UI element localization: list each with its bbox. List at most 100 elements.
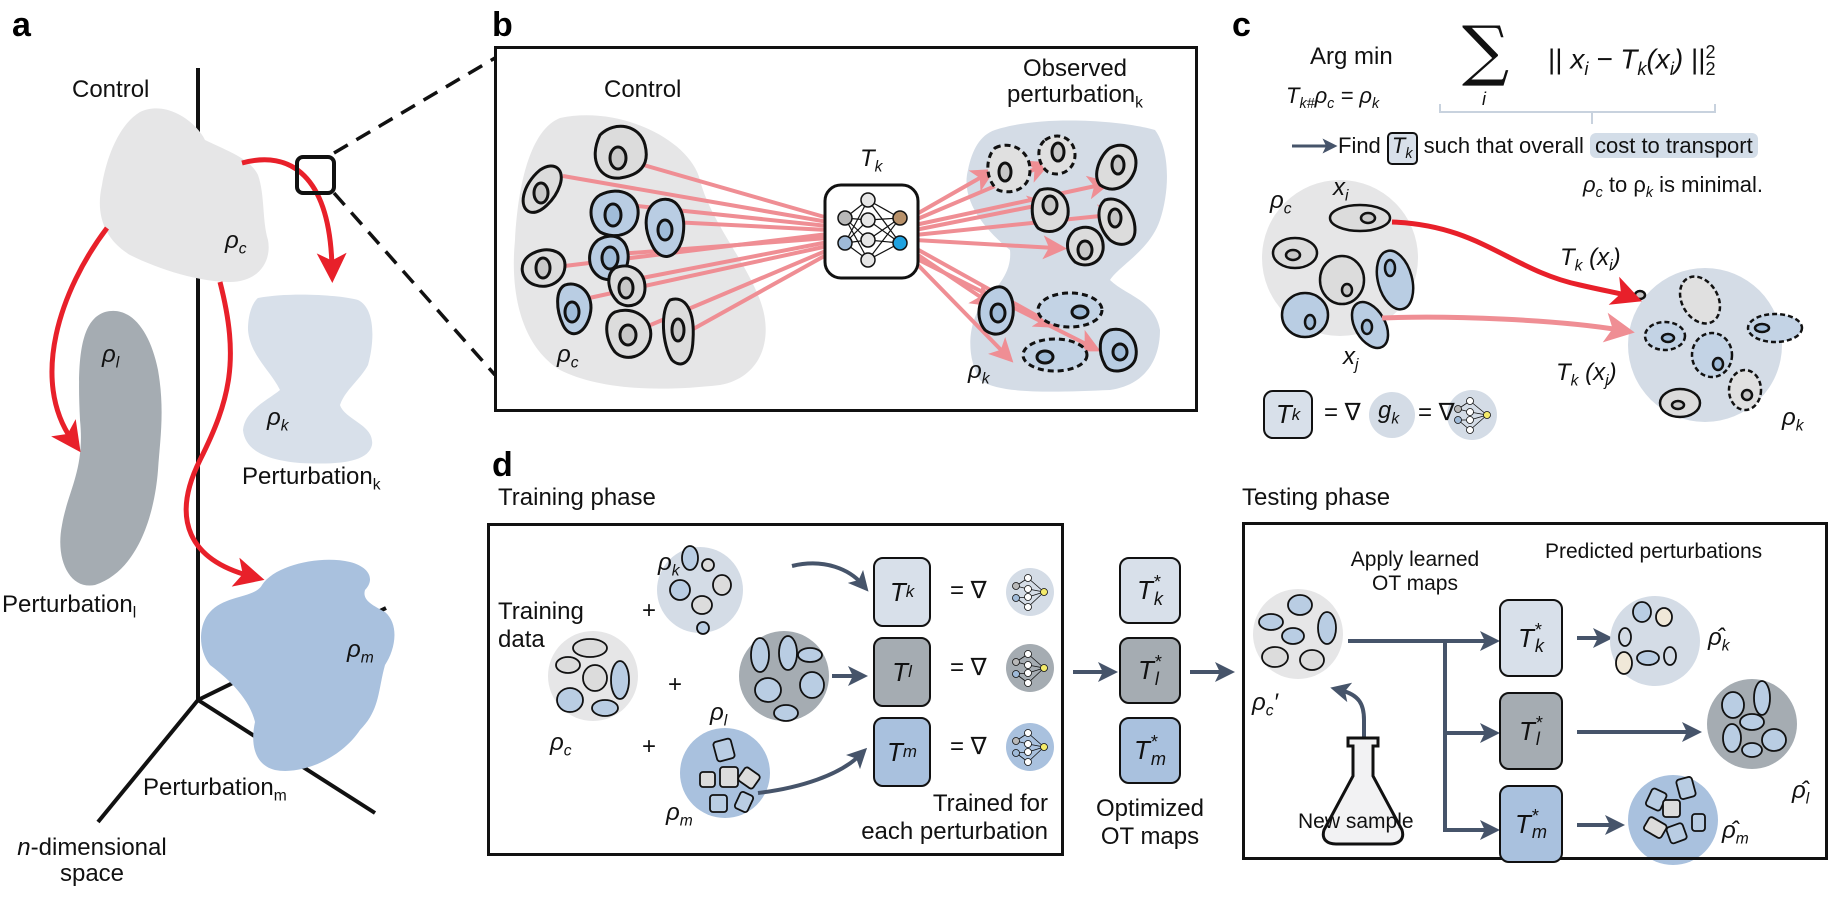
star-sub: *m [1531, 805, 1547, 841]
grad-network-m [1006, 723, 1054, 771]
space-label-rest: -dimensional [30, 834, 167, 861]
is-minimal: is minimal. [1653, 172, 1764, 197]
rho-c-cells [1271, 203, 1415, 350]
grad-eq-m: = ∇ [950, 733, 987, 760]
rho-c-label-b: ρc [557, 341, 579, 372]
Tl-test-box: T*l [1499, 692, 1563, 770]
control-blob [99, 108, 269, 282]
arg: (x [1578, 359, 1606, 386]
grad-eq-k: = ∇ [950, 577, 987, 604]
panel-a-letter: a [12, 6, 31, 44]
T-symbol: T [1556, 359, 1571, 386]
cell [644, 197, 686, 258]
rho-k-label-b: ρk [968, 357, 990, 388]
g-k-label: gk [1378, 397, 1399, 428]
star: * [1531, 805, 1539, 826]
rho-m-label-d: ρm [666, 799, 693, 830]
Tk-xi-label: Tk (xi) [1560, 244, 1621, 275]
rho-l-label-d: ρl [710, 699, 728, 730]
arrow-flask-to-sample [1330, 682, 1366, 790]
Tm-test-box: T*m [1499, 785, 1563, 863]
norm-superscript: 2 [1705, 42, 1716, 62]
minus-T: − T [1588, 43, 1638, 75]
perturbation-k-blob [243, 294, 373, 464]
arrow-control-to-l [49, 226, 109, 453]
arg-close: ) [1673, 43, 1684, 75]
rho-symbol: ρ [658, 549, 672, 576]
cost-highlight: cost to transport [1589, 133, 1758, 158]
line1: Trained for [932, 790, 1048, 817]
perturbation-m-label: Perturbationm [143, 774, 287, 805]
subscript: k [1795, 417, 1804, 435]
arrow-xi [1391, 219, 1643, 305]
star-sub: *k [1535, 620, 1544, 655]
subscript: m [1150, 748, 1167, 769]
rho-symbol: ρ [267, 404, 281, 431]
cell [1098, 327, 1138, 373]
zoom-line-bottom [332, 191, 497, 377]
star: * [1535, 712, 1543, 733]
subscript: l [723, 712, 728, 730]
predicted-rho-k [1610, 596, 1700, 686]
panel-d-letter: d [492, 446, 513, 484]
rho-symbol: ρ [1270, 187, 1284, 214]
subscript: m [679, 812, 693, 830]
star: * [1153, 572, 1161, 593]
test-rho-c-prime [1253, 589, 1343, 679]
rho-symbol: ρ [550, 729, 564, 756]
cell [556, 282, 593, 336]
Tk-training-box: ρTk [873, 557, 931, 627]
perturbation-m-blob [201, 559, 395, 771]
perturbation-l-blob [60, 310, 162, 586]
find-word: Find [1338, 133, 1381, 158]
training-phase-title: Training phase [498, 484, 656, 511]
perturbed-cells [977, 134, 1138, 373]
arrow-k-to-Tk [791, 561, 869, 592]
perturbation-k-label: Perturbationk [242, 463, 381, 494]
line2: each perturbation [861, 817, 1048, 845]
zoom-line-top [333, 56, 496, 155]
star: * [1154, 652, 1162, 673]
subscript: k [905, 582, 915, 601]
line1: Training [498, 598, 584, 625]
xj-label: xj [1343, 343, 1358, 374]
prime: ′ [1273, 689, 1279, 716]
cell [1095, 143, 1138, 191]
rho-symbol: ρ [225, 227, 239, 254]
subscript: c [563, 742, 572, 760]
cell-dashed [1037, 134, 1077, 176]
T-symbol: T [1391, 133, 1406, 158]
subscript: k [280, 417, 289, 435]
subscript: c [238, 240, 247, 258]
subscript: l [908, 662, 912, 681]
rho-symbol: ρ [666, 799, 680, 826]
grad-network-l [1006, 644, 1054, 692]
rho-m-label: ρm [347, 636, 374, 667]
cell [607, 264, 647, 308]
line2: data [498, 625, 545, 653]
label-text: Perturbation [2, 591, 133, 618]
arrow-control-to-k [241, 157, 347, 283]
Tm-optimized-box: T*m [1119, 717, 1181, 784]
line2: OT maps [1372, 572, 1458, 596]
gradient-eq-1: = ∇ [1324, 399, 1361, 426]
cell [593, 124, 648, 180]
subscript: c [1265, 702, 1274, 720]
minimal-statement: ρc to ρk is minimal. [1583, 172, 1764, 202]
cell-dashed [986, 143, 1032, 194]
observed-line2: perturbation [1007, 81, 1136, 109]
subscript: c [1595, 185, 1603, 201]
cell [605, 308, 653, 359]
flask-icon [1321, 736, 1405, 846]
subscript: k [372, 476, 381, 494]
control-cells [520, 124, 695, 366]
perturbation-l-label: Perturbationl [2, 591, 136, 622]
arrow-m-to-Tm [757, 747, 868, 795]
subscript: k [1721, 637, 1730, 655]
line2: OT maps [1100, 822, 1200, 850]
cell [521, 164, 563, 214]
subscript: m [360, 649, 374, 667]
